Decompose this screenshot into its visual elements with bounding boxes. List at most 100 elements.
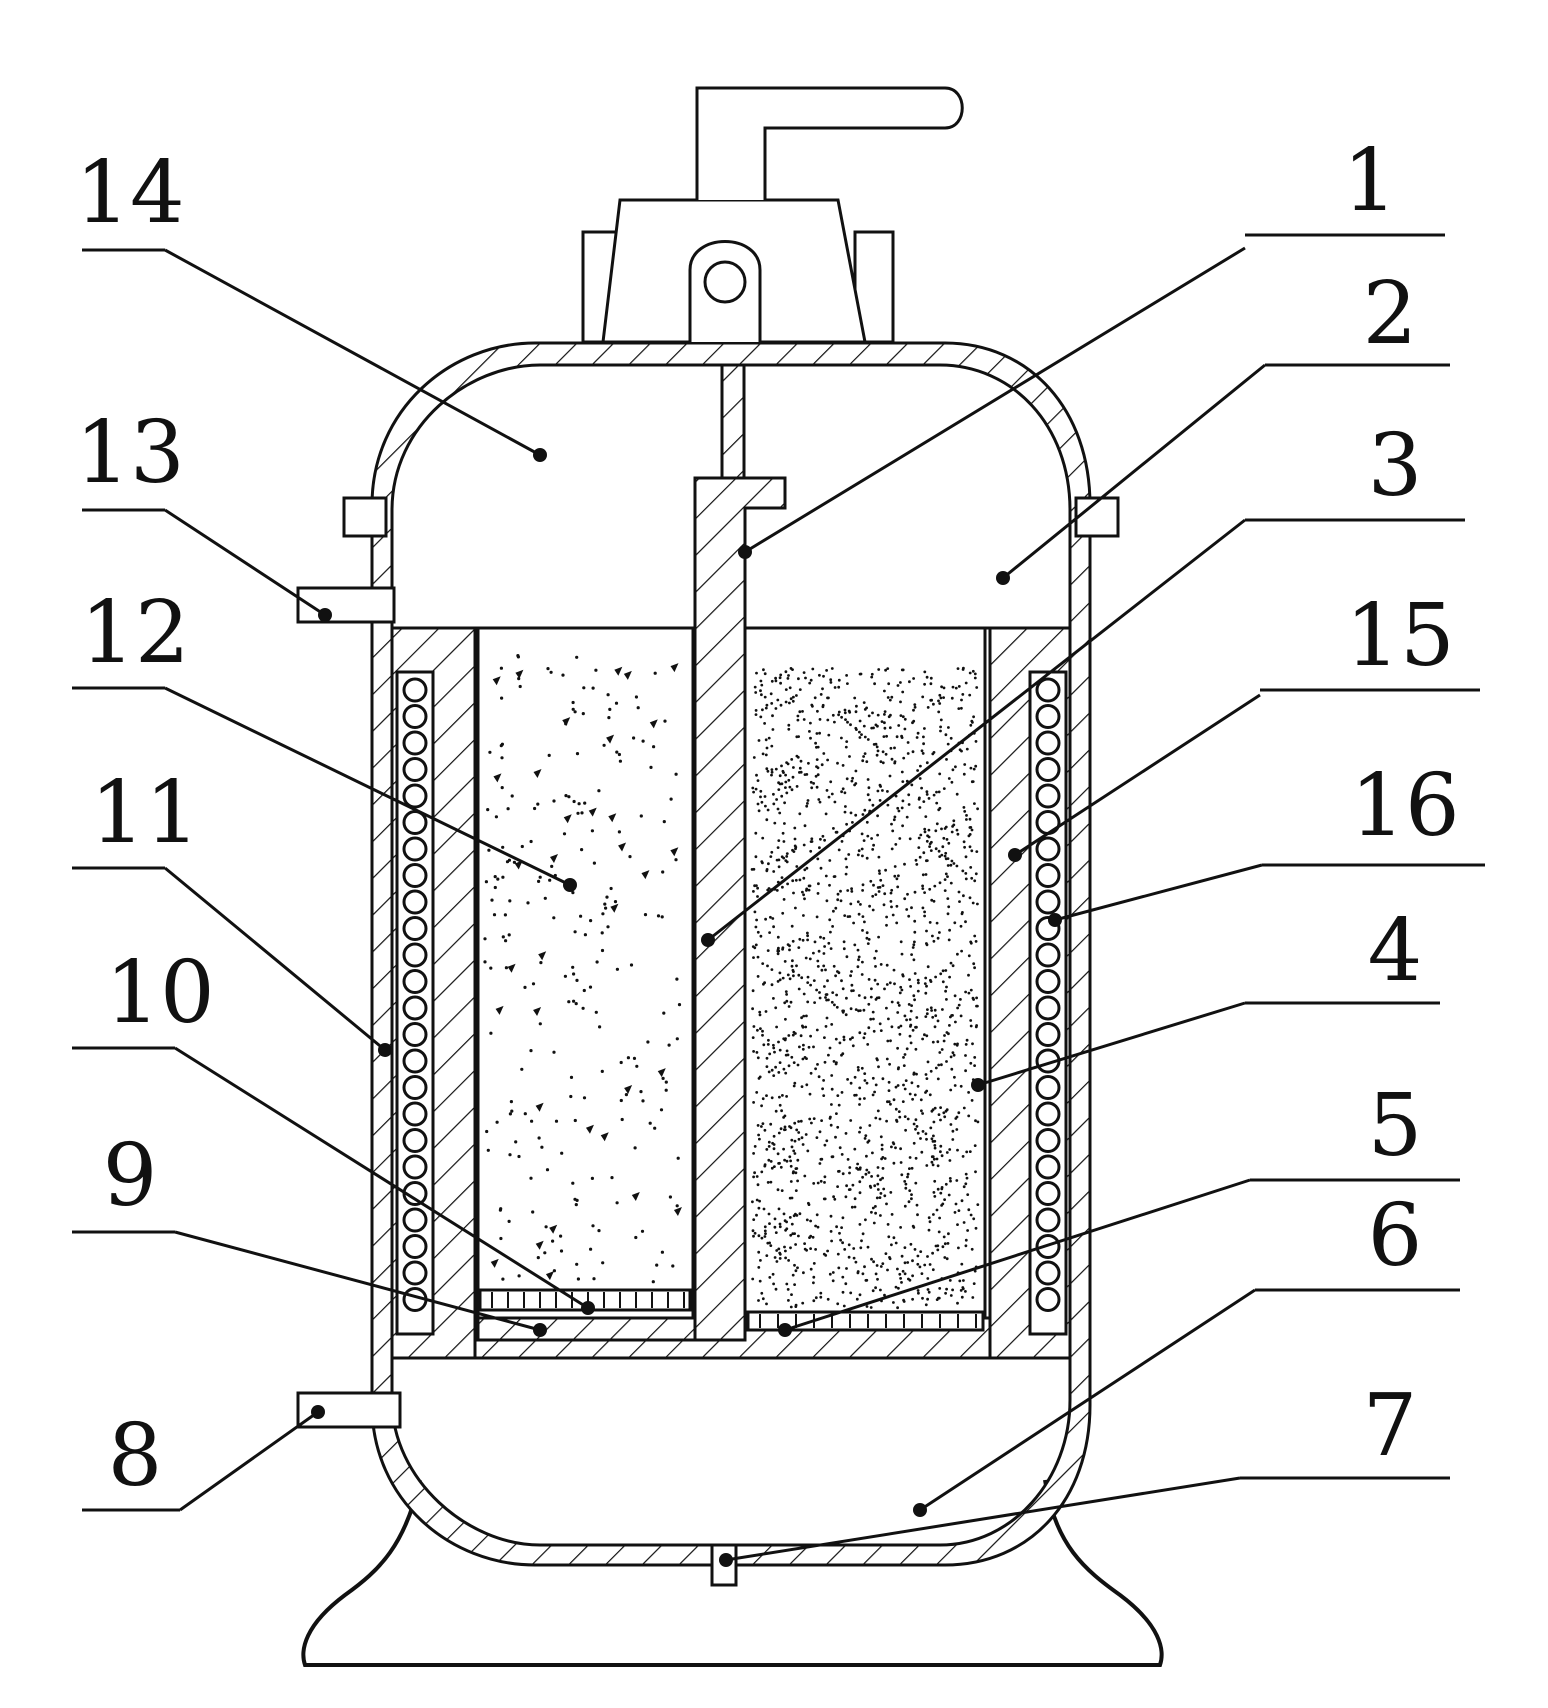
- media-grain: [951, 964, 955, 968]
- media-grain: [877, 668, 881, 671]
- media-grain: [896, 684, 900, 687]
- media-grain: [809, 1247, 812, 1250]
- media-grain: [778, 1095, 781, 1099]
- media-grain: [827, 941, 831, 945]
- media-grain: [529, 839, 533, 844]
- media-grain: [779, 1165, 783, 1169]
- media-grain: [844, 857, 848, 861]
- media-grain: [875, 753, 879, 757]
- media-grain: [879, 1178, 882, 1182]
- media-grain: [913, 919, 917, 923]
- media-grain: [853, 696, 857, 700]
- inlet-pipe: [296, 586, 396, 624]
- media-grain: [773, 1256, 777, 1259]
- media-grain: [791, 699, 795, 703]
- media-grain: [967, 973, 970, 977]
- media-grain: [791, 879, 795, 883]
- media-grain: [952, 819, 956, 823]
- coil-turn: [402, 1075, 428, 1100]
- media-grain: [757, 1206, 761, 1210]
- media-grain: [908, 1156, 912, 1159]
- media-grain: [874, 998, 878, 1001]
- media-grain: [814, 1067, 817, 1071]
- media-grain: [761, 1033, 764, 1037]
- media-grain: [841, 1216, 845, 1220]
- media-grain: [930, 1160, 934, 1164]
- base-stand: [301, 1479, 1164, 1667]
- media-grain: [950, 1067, 954, 1071]
- media-grain: [933, 1008, 937, 1012]
- media-grain: [959, 924, 963, 928]
- media-grain: [924, 976, 928, 980]
- media-grain: [903, 1087, 907, 1091]
- media-grain: [788, 785, 792, 789]
- media-grain: [913, 705, 917, 709]
- media-grain: [774, 1231, 778, 1234]
- media-grain: [809, 678, 813, 682]
- media-grain: [967, 1114, 971, 1118]
- media-grain: [800, 976, 804, 980]
- media-grain: [867, 786, 871, 790]
- media-grain: [797, 1137, 801, 1141]
- media-grain: [617, 830, 622, 834]
- media-grain: [951, 1129, 955, 1133]
- media-grain: [755, 1213, 758, 1217]
- media-grain: [820, 763, 824, 767]
- media-grain: [971, 996, 975, 1000]
- media-grain: [942, 787, 946, 790]
- media-grain: [551, 1239, 555, 1243]
- media-grain: [795, 964, 798, 968]
- media-grain: [819, 693, 823, 696]
- media-grain: [976, 807, 979, 811]
- media-grain: [765, 1094, 768, 1097]
- media-grain: [959, 1084, 963, 1088]
- media-grain: [600, 1069, 604, 1073]
- media-grain: [815, 732, 819, 735]
- media-grain: [891, 829, 895, 833]
- media-grain: [825, 993, 829, 996]
- media-grain: [910, 1004, 913, 1007]
- media-grain: [751, 1277, 755, 1281]
- media-grain: [863, 1072, 867, 1075]
- media-grain: [818, 1130, 822, 1134]
- media-grain: [820, 1119, 823, 1122]
- media-grain: [808, 957, 812, 961]
- media-grain: [816, 1181, 820, 1185]
- media-grain: [906, 752, 910, 755]
- media-grain: [908, 1018, 912, 1021]
- media-grain: [933, 1146, 937, 1150]
- media-grain: [751, 1200, 754, 1204]
- media-grain: [957, 890, 961, 894]
- media-grain: [857, 912, 861, 916]
- media-grain: [973, 672, 977, 676]
- media-grain: [837, 971, 841, 975]
- media-grain: [858, 1191, 862, 1195]
- media-grain: [823, 1036, 826, 1039]
- media-grain: [914, 1118, 918, 1122]
- media-grain: [893, 865, 897, 868]
- media-grain: [936, 1019, 940, 1023]
- media-grain: [886, 1223, 890, 1226]
- media-grain: [751, 1036, 755, 1039]
- media-grain: [956, 1301, 959, 1305]
- media-grain: [915, 736, 919, 739]
- media-grain: [920, 1109, 923, 1113]
- media-grain: [864, 1172, 868, 1176]
- media-grain: [874, 1272, 878, 1276]
- media-grain: [910, 1081, 914, 1085]
- media-grain: [761, 1122, 765, 1125]
- media-grain: [921, 1112, 924, 1115]
- media-grain: [934, 975, 937, 979]
- media-grain: [913, 1093, 917, 1097]
- media-grain: [815, 785, 819, 789]
- media-grain: [832, 909, 835, 913]
- media-grain: [974, 1119, 977, 1123]
- media-grain: [900, 988, 904, 992]
- media-grain: [900, 668, 904, 672]
- media-grain: [933, 1106, 937, 1110]
- media-grain: [788, 686, 792, 690]
- media-grain: [945, 1108, 949, 1112]
- media-grain: [937, 808, 941, 812]
- media-grain: [792, 891, 795, 895]
- media-grain: [963, 763, 967, 766]
